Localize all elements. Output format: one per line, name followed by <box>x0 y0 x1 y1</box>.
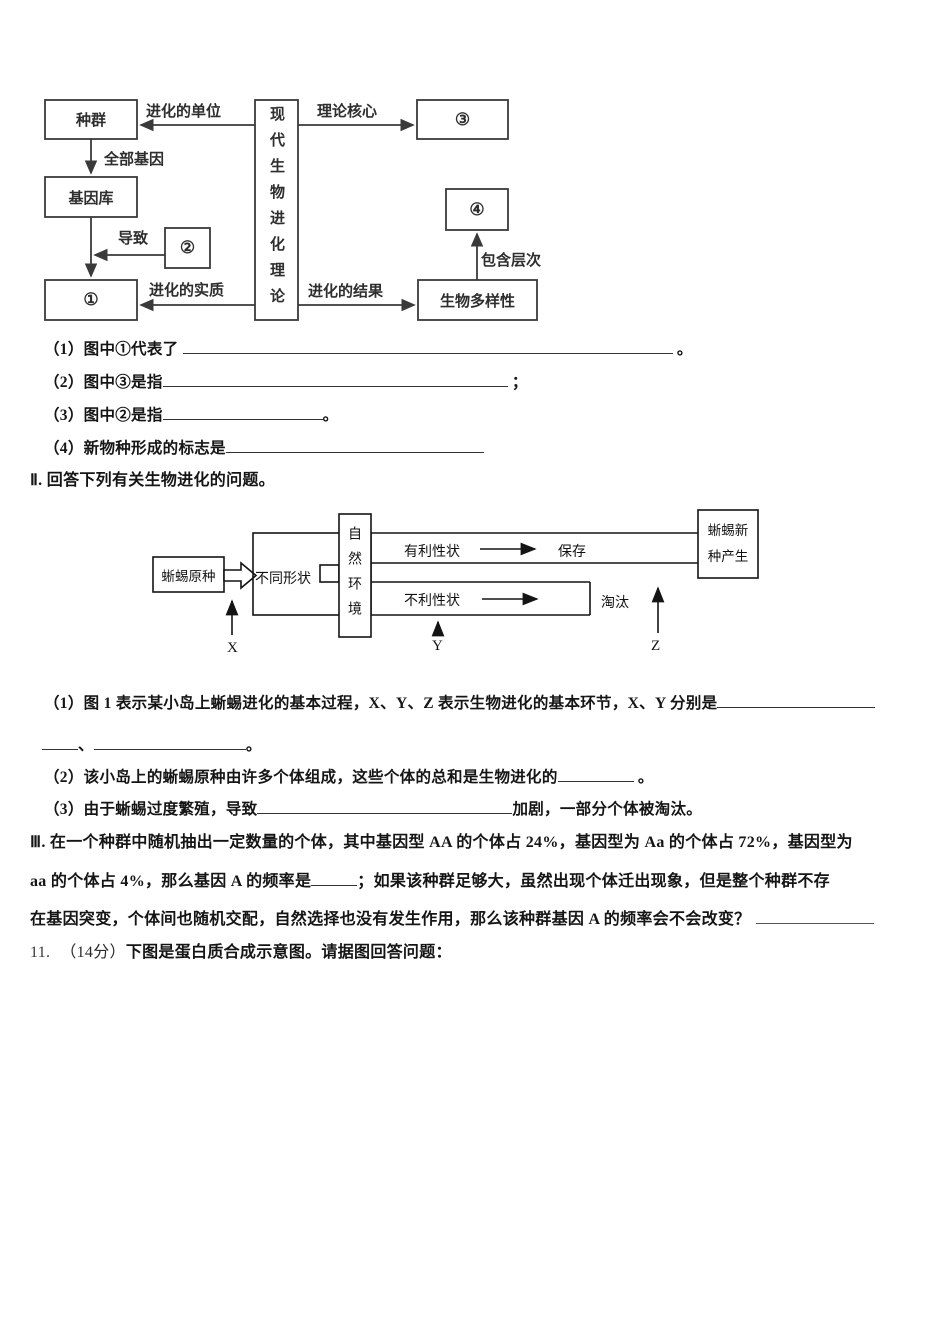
d1-label-unit: 进化的单位 <box>146 103 222 120</box>
d1-label-levels: 包含层次 <box>481 252 542 269</box>
q10-sub1-text: （1）图中①代表了 <box>44 341 183 358</box>
part3-line1: Ⅲ. 在一个种群中随机抽出一定数量的个体，其中基因型 AA 的个体占 24%，基… <box>30 834 853 851</box>
q11-number: 11. <box>30 944 51 961</box>
d1-box-gene-pool-label: 基因库 <box>68 189 114 207</box>
q11-text: 下图是蛋白质合成示意图。请据图回答问题： <box>125 944 452 961</box>
d1-box-blank4-label: ④ <box>469 199 485 219</box>
d1-center-title-text: 现代生物进化理论 <box>268 106 285 314</box>
d1-box-blank3-label: ③ <box>454 109 471 129</box>
part2-sub3-text: （3）由于蜥蜴过度繁殖，导致 <box>44 801 258 818</box>
q10-sub3: （3）图中②是指 。 <box>44 404 338 427</box>
d1-box-blank1-label: ① <box>83 290 99 309</box>
d2-new-species-line1: 蜥蜴新 <box>707 523 749 539</box>
d1-box-blank2-label: ② <box>179 238 196 257</box>
q10-sub2: （2）图中③是指 ； <box>44 371 528 394</box>
d1-label-cause: 导致 <box>118 230 149 247</box>
q11-score: （14分） <box>60 944 126 961</box>
part2-sub1-cont: 、。 <box>42 734 262 757</box>
d1-box-blank1 <box>44 279 138 321</box>
part2-sub2-end: 。 <box>633 769 654 786</box>
d2-notch-box <box>319 564 340 583</box>
q10-sub1: （1）图中①代表了 。 <box>44 338 693 361</box>
answer-blank <box>717 692 876 708</box>
d1-label-essence: 进化的实质 <box>149 282 225 299</box>
d1-label-result: 进化的结果 <box>308 283 384 300</box>
part2-sub1-end: 。 <box>245 737 262 754</box>
part3-line3: 在基因突变，个体间也随机交配，自然选择也没有发生作用，那么该种群基因 A 的频率… <box>30 908 875 931</box>
d2-label-different-shapes: 不同形状 <box>255 570 311 586</box>
d2-label-unfavorable: 不利性状 <box>404 592 460 608</box>
answer-blank <box>225 437 484 453</box>
q10-sub2-end: ； <box>507 374 528 391</box>
d2-box-new-species <box>697 509 759 579</box>
part2-sub2-text: （2）该小岛上的蜥蜴原种由许多个体组成，这些个体的总和是生物进化的 <box>44 769 558 786</box>
d2-box-environment <box>338 513 372 638</box>
q10-sub2-text: （2）图中③是指 <box>44 374 163 391</box>
d1-box-center <box>254 99 299 321</box>
part3-line2: aa 的个体占 4%，那么基因 A 的频率是 ；如果该种群足够大，虽然出现个体迁出… <box>30 870 830 893</box>
d2-environment-text: 自然环境 <box>347 525 363 626</box>
answer-blank <box>42 734 78 750</box>
d2-label-z: Z <box>651 638 661 654</box>
diagram2-lizard-evolution <box>152 509 759 638</box>
part3-line2-text: aa 的个体占 4%，那么基因 A 的频率是 <box>30 873 312 890</box>
d2-label-preserved: 保存 <box>558 543 586 559</box>
answer-blank <box>311 870 358 886</box>
part2-heading: Ⅱ. 回答下列有关生物进化的问题。 <box>30 472 275 489</box>
d2-label-favorable: 有利性状 <box>404 543 460 559</box>
answer-blank <box>93 734 246 750</box>
part2-sub1-text: （1）图 1 表示某小岛上蜥蜴进化的基本过程，X、Y、Z 表示生物进化的基本环节… <box>44 695 718 712</box>
q10-sub3-end: 。 <box>322 407 339 424</box>
d2-box-new-species-label: 蜥蜴新 种产生 <box>698 510 758 578</box>
answer-blank <box>162 371 508 387</box>
diagram1-evolution-theory <box>44 99 538 321</box>
answer-blank <box>257 798 513 814</box>
d2-new-species-line2: 种产生 <box>707 549 749 564</box>
part2-sub1: （1）图 1 表示某小岛上蜥蜴进化的基本过程，X、Y、Z 表示生物进化的基本环节… <box>44 692 876 715</box>
q10-sub4-text: （4）新物种形成的标志是 <box>44 440 226 457</box>
d2-box-original-species-label: 蜥蜴原种 <box>161 568 216 584</box>
answer-blank <box>162 404 323 420</box>
part3-line3-text: 在基因突变，个体间也随机交配，自然选择也没有发生作用，那么该种群基因 A 的频率… <box>30 911 751 928</box>
q11-line: 11. （14分）下图是蛋白质合成示意图。请据图回答问题： <box>30 942 452 964</box>
d2-label-y: Y <box>432 638 443 654</box>
part2-sub2: （2）该小岛上的蜥蜴原种由许多个体组成，这些个体的总和是生物进化的 。 <box>44 766 654 789</box>
part2-sub1-sep: 、 <box>78 737 94 754</box>
d2-block-arrow <box>223 561 258 590</box>
q10-sub3-text: （3）图中②是指 <box>44 407 163 424</box>
d1-box-blank2 <box>164 227 211 269</box>
part3-line2-post: ；如果该种群足够大，虽然出现个体迁出现象，但是整个种群不存 <box>357 873 830 890</box>
part2-sub3-end: 加剧，一部分个体被淘汰。 <box>512 801 703 818</box>
d1-label-all-genes: 全部基因 <box>104 151 165 168</box>
q10-sub1-end: 。 <box>672 341 693 358</box>
q10-sub4: （4）新物种形成的标志是 <box>44 437 484 460</box>
d2-label-eliminated: 淘汰 <box>601 594 629 610</box>
d1-box-population-label: 种群 <box>75 112 106 129</box>
d1-center-title: 现代生物进化理论 <box>255 100 298 320</box>
answer-blank <box>557 766 634 782</box>
d1-box-blank3 <box>416 99 509 140</box>
d2-label-x: X <box>227 640 238 656</box>
d1-box-blank4 <box>445 188 509 231</box>
answer-blank <box>182 338 673 354</box>
d1-label-core: 理论核心 <box>317 103 378 120</box>
d2-box-environment-label: 自然环境 <box>339 514 371 637</box>
d1-box-biodiversity-label: 生物多样性 <box>439 292 515 310</box>
part2-sub3: （3）由于蜥蜴过度繁殖，导致 加剧，一部分个体被淘汰。 <box>44 798 702 821</box>
answer-blank <box>756 908 875 924</box>
